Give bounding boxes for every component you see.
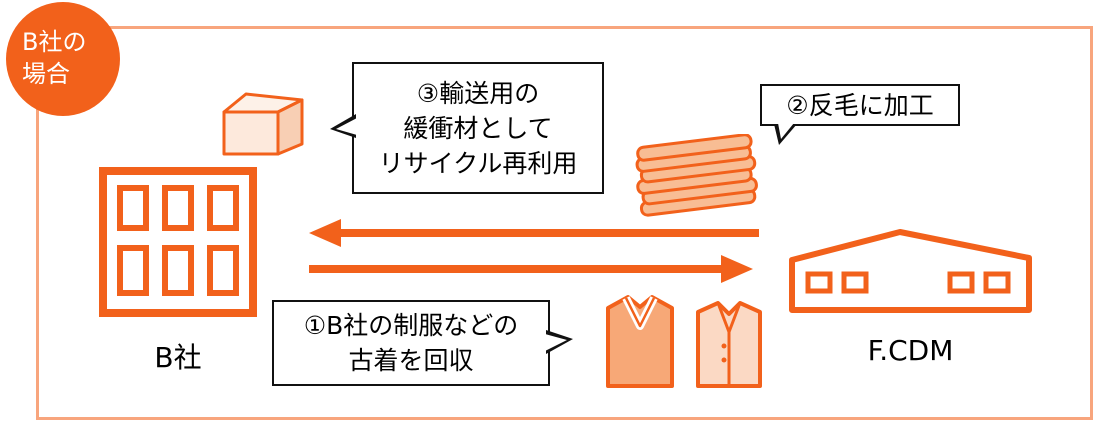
office-building-icon	[98, 166, 258, 322]
callout-collect: ①B社の制服などの 古着を回収	[272, 300, 573, 386]
case-badge: B社の 場合	[6, 2, 120, 116]
arrow-left-head	[309, 219, 341, 247]
callout-recycle: ③輸送用の 緩衝材として リサイクル再利用	[330, 62, 604, 194]
label-company-b: B社	[154, 341, 202, 374]
arrow-to-company-b	[309, 219, 759, 247]
label-fcdm: F.CDM	[867, 334, 954, 367]
arrow-right-head	[721, 255, 753, 283]
callout-collect-line1: ①B社の制服などの	[303, 311, 519, 340]
fabric-stack-icon	[630, 133, 762, 224]
case-badge-line2: 場合	[22, 60, 70, 88]
callout-recycle-line3: リサイクル再利用	[378, 148, 578, 178]
factory-icon	[788, 226, 1033, 318]
callout-process: ②反毛に加工	[760, 84, 960, 145]
callout-collect-line2: 古着を回収	[348, 346, 474, 375]
callout-process-line1: ②反毛に加工	[786, 90, 934, 120]
case-badge-line1: B社の	[22, 28, 87, 57]
callout-recycle-line2: 緩衝材として	[403, 113, 553, 143]
cardboard-box-icon	[216, 86, 312, 162]
callout-recycle-line1: ③輸送用の	[416, 78, 540, 108]
uniform-jacket-icon	[690, 298, 768, 396]
uniform-vest-icon	[598, 292, 682, 396]
arrow-to-fcdm	[309, 255, 753, 283]
